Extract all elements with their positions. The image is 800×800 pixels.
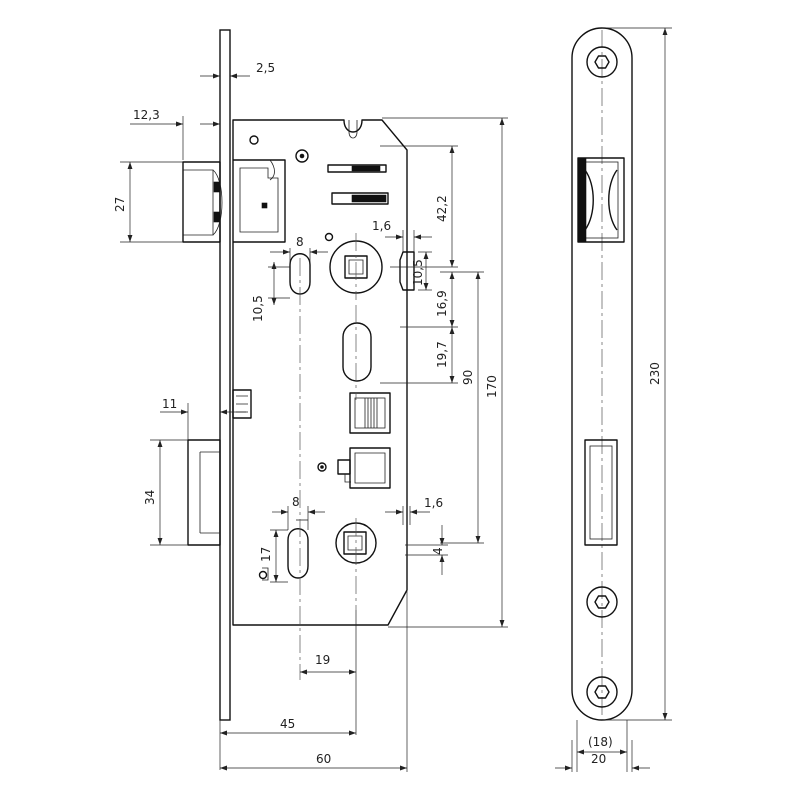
dim-cam-to-axis: 19 — [315, 653, 330, 667]
slider-bar — [331, 192, 389, 205]
bolt-opening — [584, 439, 618, 546]
dim-side-offset-top: 1,6 — [372, 219, 391, 233]
dim-case-depth: 60 — [316, 752, 331, 766]
dim-faceplate-thickness: 2,5 — [256, 61, 275, 75]
faceplate-front-view — [571, 27, 633, 721]
dim-latch-projection: 12,3 — [133, 108, 160, 122]
dim-slot-height-left: 10,5 — [251, 295, 265, 322]
latch-bolt-tongue — [183, 169, 214, 236]
dim-bolt-height: 34 — [143, 490, 157, 505]
dim-cam-width-top: 8 — [296, 235, 304, 249]
screw-bottom — [586, 676, 618, 708]
latch-bolt — [182, 161, 221, 243]
screw-middle — [586, 586, 618, 618]
cam-slot-bottom — [287, 528, 309, 579]
spindle-square-bottom — [343, 531, 367, 555]
screw-hole — [324, 232, 334, 242]
latch-mechanism-square — [349, 392, 391, 434]
latch-opening — [577, 157, 625, 243]
latch-stop — [213, 181, 221, 193]
dim-pin-offset-top: 10,5 — [411, 259, 425, 286]
bolt-mechanism-square — [349, 447, 391, 489]
dim-follower-offset: 16,9 — [435, 290, 449, 317]
dim-slot-to-cylinder: 19,7 — [435, 341, 449, 368]
dim-faceplate-length-label: 230 — [648, 362, 662, 385]
cylinder-oval-slot — [342, 322, 372, 382]
dim-follower-to-cylinder: 42,2 — [435, 195, 449, 222]
slider-bar — [327, 164, 387, 173]
dead-bolt — [187, 439, 221, 546]
dim-faceplate-width: 20 — [591, 752, 606, 766]
dim-cam-offset-bottom: 4 — [431, 547, 445, 555]
latch-tail — [233, 159, 286, 243]
dim-latch-height: 27 — [113, 197, 127, 212]
front-view — [182, 29, 415, 721]
mechanism-stripes — [364, 398, 378, 428]
faceplate-side — [219, 29, 231, 721]
dim-slot-height-bottom: 17 — [259, 547, 273, 562]
dim-side-offset-bottom: 1,6 — [424, 496, 443, 510]
case-notch — [348, 120, 358, 139]
lock-case-body — [232, 119, 408, 626]
cam-slot-top — [289, 253, 311, 295]
bolt-connector — [337, 459, 351, 475]
dim-total-case-height: 170 — [485, 375, 499, 398]
dim-faceplate-inner-width: (18) — [588, 735, 613, 749]
dim-cam-width-bottom: 8 — [292, 495, 300, 509]
dead-bolt-stub — [232, 389, 252, 419]
screw-hole — [249, 135, 259, 145]
dim-backset: 45 — [280, 717, 295, 731]
screw-hole — [295, 149, 309, 163]
dim-bolt-projection: 11 — [162, 397, 177, 411]
dim-axis-distance: 90 — [461, 370, 475, 385]
dimensions: 2,5 12,3 27 11 34 42,2 1,6 — [113, 27, 672, 772]
screw-hole — [317, 462, 327, 472]
screw-top — [586, 46, 618, 78]
